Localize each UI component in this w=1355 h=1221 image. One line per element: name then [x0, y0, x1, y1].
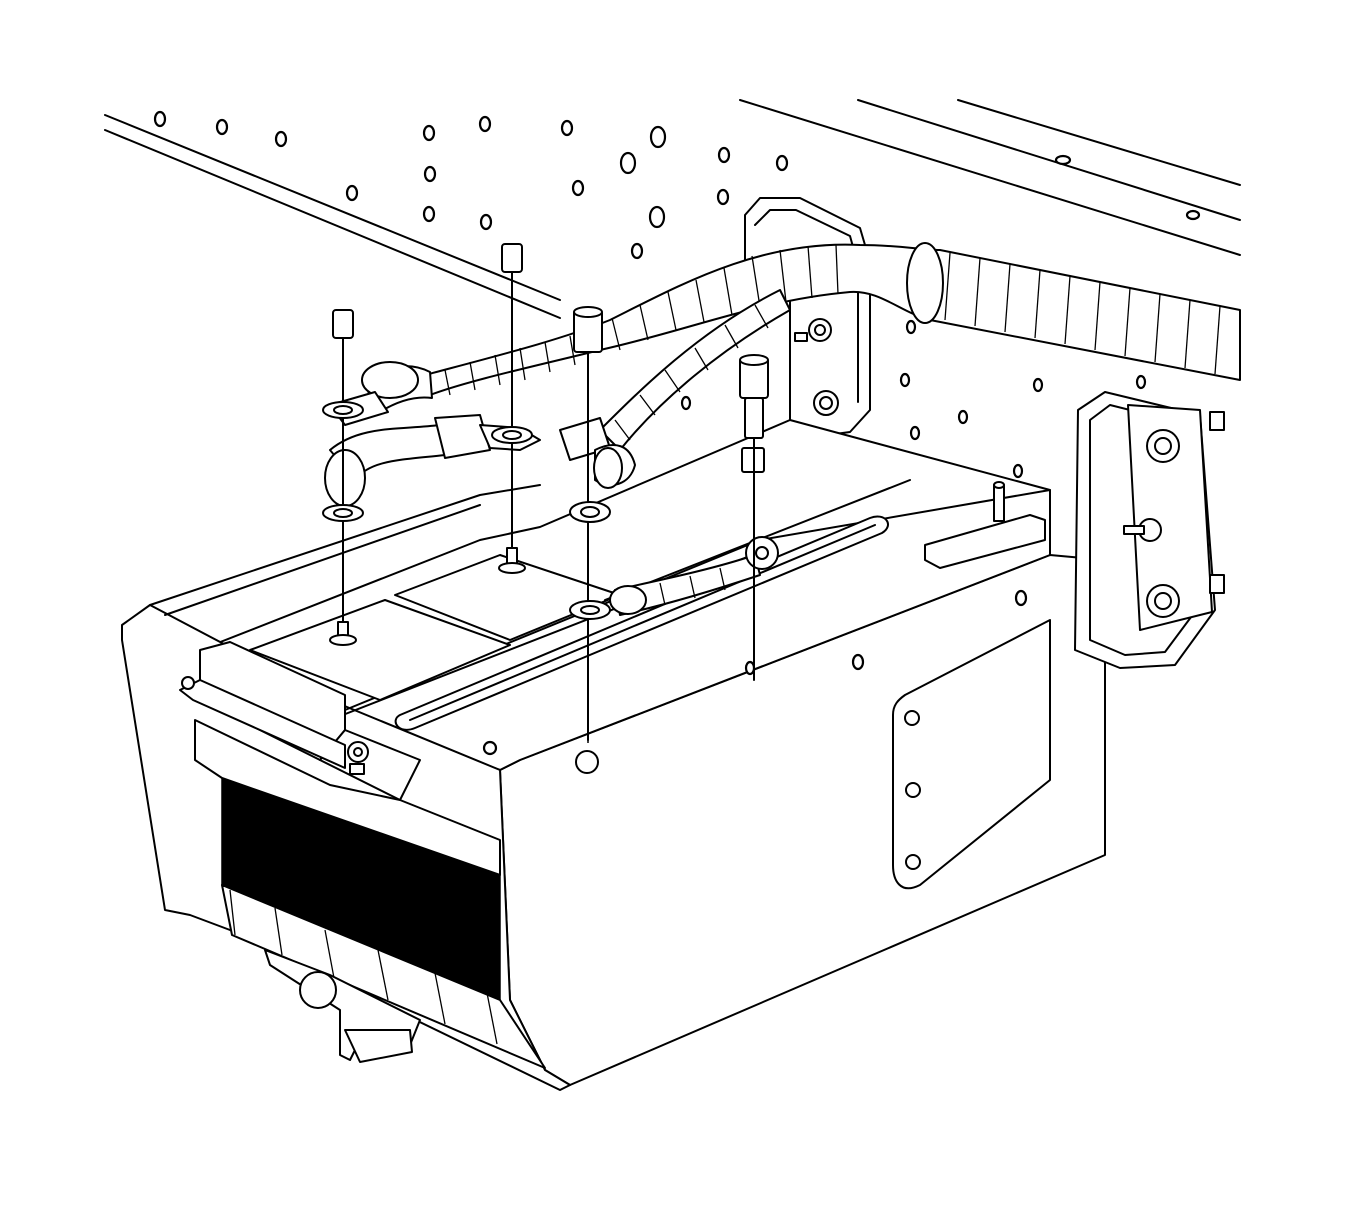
- nut-2: [739, 354, 769, 681]
- harness-ribbing: [444, 244, 1221, 396]
- frame-holes: [153, 110, 1201, 557]
- bolt-2: [491, 243, 533, 574]
- battery-front-face: [194, 719, 546, 1069]
- bracket-bolts: [1123, 411, 1225, 618]
- center-connector: [559, 417, 636, 489]
- bolt-1: [322, 309, 364, 646]
- nut-1: [569, 306, 611, 774]
- bottom-hook: [264, 949, 421, 1063]
- side-frame-bracket: [1074, 391, 1225, 669]
- cable-harness-main: [424, 242, 1241, 451]
- battery-ribs: [229, 889, 498, 1045]
- frame-rail: [104, 99, 1241, 319]
